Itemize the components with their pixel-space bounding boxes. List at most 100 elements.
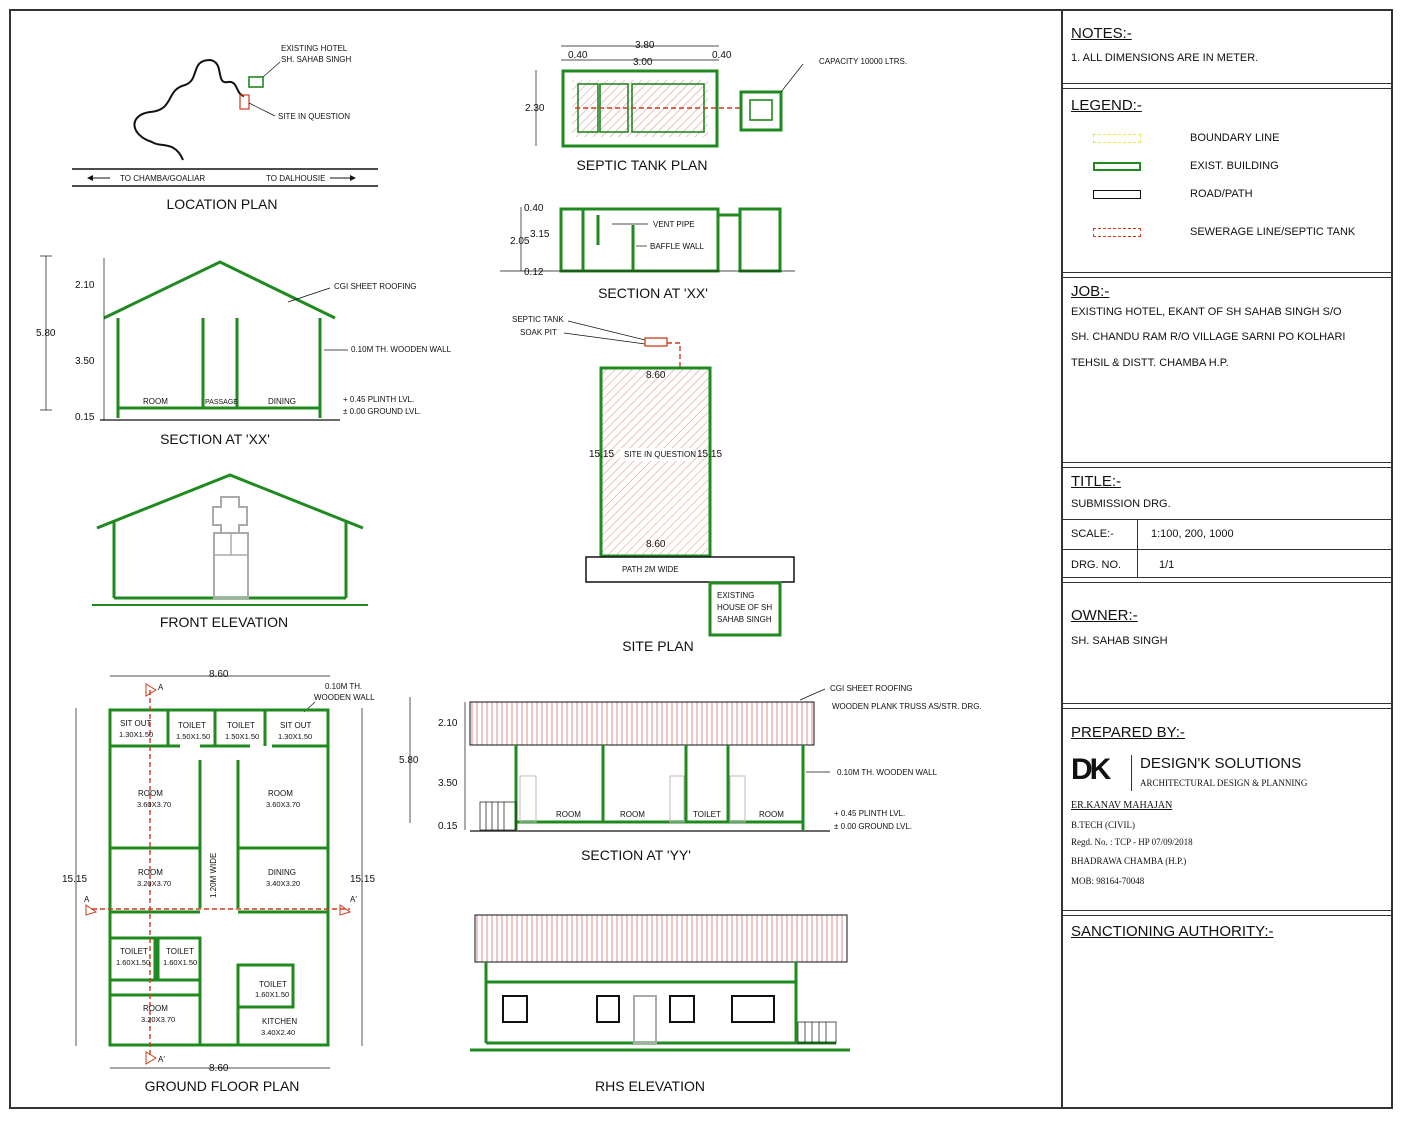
septic-capacity-label: CAPACITY 10000 LTRS. [819, 57, 907, 66]
existing-building-swatch [1093, 162, 1141, 171]
ground-floor-plan-title: GROUND FLOOR PLAN [145, 1078, 300, 1094]
gfp-room-11-size: 1.60X1.50 [255, 990, 289, 999]
site-soak-label: SOAK PIT [520, 328, 557, 337]
section-xx-room-label: ROOM [143, 397, 168, 406]
company-address: BHADRAWA CHAMBA (H.P.) [1071, 856, 1187, 866]
gfp-room-3-name: TOILET [227, 721, 255, 730]
legend-boundary-label: BOUNDARY LINE [1190, 132, 1280, 144]
gfp-room-1-size: 1.30X1.50 [119, 730, 153, 739]
gfp-room-13-name: KITCHEN [262, 1017, 297, 1026]
front-elevation: FRONT ELEVATION [92, 473, 368, 630]
gfp-room-6-size: 3.60X3.70 [266, 800, 300, 809]
existing-hotel-label-2: SH. SAHAB SINGH [281, 55, 351, 64]
gfp-room-11-name: TOILET [259, 980, 287, 989]
front-elevation-title: FRONT ELEVATION [160, 614, 288, 630]
engineer-name: ER.KANAV MAHAJAN [1071, 800, 1173, 811]
site-in-question-label: SITE IN QUESTION [624, 450, 696, 459]
gfp-room-1-name: SIT OUT [120, 719, 152, 728]
scale-label: SCALE:- [1071, 528, 1114, 540]
septic-section-title: SECTION AT 'XX' [598, 285, 708, 301]
gfp-width-bottom: 8.60 [209, 1063, 229, 1074]
section-yy-dim-350: 3.50 [438, 778, 458, 789]
section-xx-title: SECTION AT 'XX' [160, 431, 270, 447]
divider [1063, 83, 1393, 89]
drg-no-value: 1/1 [1159, 559, 1175, 571]
owner-value: SH. SAHAB SINGH [1071, 635, 1168, 647]
gfp-room-8-size: 3.40X3.20 [266, 879, 300, 888]
gfp-room-2-name: TOILET [178, 721, 206, 730]
title-block-panel: NOTES:- 1. ALL DIMENSIONS ARE IN METER. … [1061, 9, 1393, 1109]
prepared-heading: PREPARED BY:- [1071, 724, 1185, 741]
section-xx-dim-210: 2.10 [75, 280, 95, 291]
site-plan: SEPTIC TANK SOAK PIT 8.60 8.60 15.15 15.… [512, 315, 795, 654]
septic-dim-380: 3.80 [635, 40, 655, 51]
section-yy-dim-015: 0.15 [438, 821, 458, 832]
engineer-qualification: B.TECH (CIVIL) [1071, 820, 1135, 830]
septic-sec-dim-315: 3.15 [530, 229, 550, 240]
site-plan-title: SITE PLAN [622, 638, 694, 654]
job-heading: JOB:- [1071, 283, 1110, 300]
road-left-label: TO CHAMBA/GOALIAR [120, 174, 205, 183]
job-line-3: TEHSIL & DISTT. CHAMBA H.P. [1071, 357, 1229, 369]
section-yy-wall-label: 0.10M TH. WOODEN WALL [837, 768, 938, 777]
septic-sec-dim-205: 2.05 [510, 236, 530, 247]
gfp-room-12-name: ROOM [143, 1004, 168, 1013]
legend-building-label: EXIST. BUILDING [1190, 160, 1279, 172]
divider [1063, 577, 1393, 583]
section-xx-wall-label: 0.10M TH. WOODEN WALL [351, 345, 452, 354]
divider [1063, 703, 1393, 709]
road-path-swatch [1093, 190, 1141, 199]
hill-road-curve [133, 58, 245, 161]
section-yy-room-2: ROOM [620, 810, 645, 819]
logo-divider [1131, 755, 1132, 791]
gfp-room-7-name: ROOM [138, 868, 163, 877]
notes-item-1: 1. ALL DIMENSIONS ARE IN METER. [1071, 52, 1259, 64]
septic-dim-040b: 0.40 [712, 50, 732, 61]
section-yy: 2.10 5.80 3.50 0.15 CGI SHEET ROOFING WO… [399, 684, 982, 863]
path-label: PATH 2M WIDE [622, 565, 679, 574]
section-xx-passage-label: PASSAGE [205, 399, 238, 406]
legend-road-label: ROAD/PATH [1190, 188, 1253, 200]
gfp-room-9-size: 1.60X1.50 [116, 958, 150, 967]
existing-house-label-3: SAHAB SINGH [717, 615, 772, 624]
section-xx-roofing-label: CGI SHEET ROOFING [334, 282, 417, 291]
section-xx-building: 2.10 5.80 3.50 0.15 CGI SHEET ROOFING 0.… [36, 255, 452, 447]
divider [1063, 910, 1393, 916]
gfp-passage-label: 1.20M WIDE [209, 853, 218, 898]
gfp-marker-left: A [84, 895, 90, 904]
septic-sec-dim-012: 0.12 [524, 267, 544, 278]
site-septic-label: SEPTIC TANK [512, 315, 564, 324]
location-plan-title: LOCATION PLAN [167, 196, 278, 212]
gfp-room-10-size: 1.60X1.50 [163, 958, 197, 967]
gfp-marker-bottom: A' [158, 1055, 165, 1064]
company-logo: DK [1071, 753, 1111, 786]
location-plan: EXISTING HOTEL SH. SAHAB SINGH SITE IN Q… [72, 44, 378, 212]
notes-heading: NOTES:- [1071, 25, 1132, 42]
gfp-room-7-size: 3.20X3.70 [137, 879, 171, 888]
section-yy-ground-label: ± 0.00 GROUND LVL. [834, 822, 912, 831]
gfp-room-4-name: SIT OUT [280, 721, 312, 730]
gfp-room-5-name: ROOM [138, 789, 163, 798]
sewerage-swatch [1093, 228, 1141, 237]
gfp-room-9-name: TOILET [120, 947, 148, 956]
section-yy-room-3: ROOM [759, 810, 784, 819]
legend-sewerage-label: SEWERAGE LINE/SEPTIC TANK [1190, 226, 1356, 238]
septic-section-xx: 0.40 2.05 3.15 0.12 VENT PIPE BAFFLE WAL… [500, 203, 795, 301]
title-value: SUBMISSION DRG. [1071, 498, 1171, 510]
gfp-room-12-size: 3.20X3.70 [141, 1015, 175, 1024]
divider [1137, 519, 1138, 549]
company-tagline: ARCHITECTURAL DESIGN & PLANNING [1140, 778, 1308, 788]
section-yy-roofing-label: CGI SHEET ROOFING [830, 684, 913, 693]
road-right-label: TO DALHOUSIE [266, 174, 325, 183]
existing-hotel-marker [248, 76, 264, 88]
divider [1137, 549, 1138, 577]
gfp-room-13-size: 3.40X2.40 [261, 1028, 295, 1037]
gfp-marker-right: A' [350, 895, 357, 904]
sanction-heading: SANCTIONING AUTHORITY:- [1071, 923, 1274, 940]
gfp-marker-top: A [158, 683, 164, 692]
section-yy-dim-580: 5.80 [399, 755, 419, 766]
septic-tank-plan: 3.80 0.40 3.00 0.40 2.30 CAPACITY 10000 … [525, 40, 907, 173]
drawing-sheet-border [9, 9, 1393, 1109]
section-yy-plinth-label: + 0.45 PLINTH LVL. [834, 809, 905, 818]
gfp-room-5-size: 3.60X3.70 [137, 800, 171, 809]
